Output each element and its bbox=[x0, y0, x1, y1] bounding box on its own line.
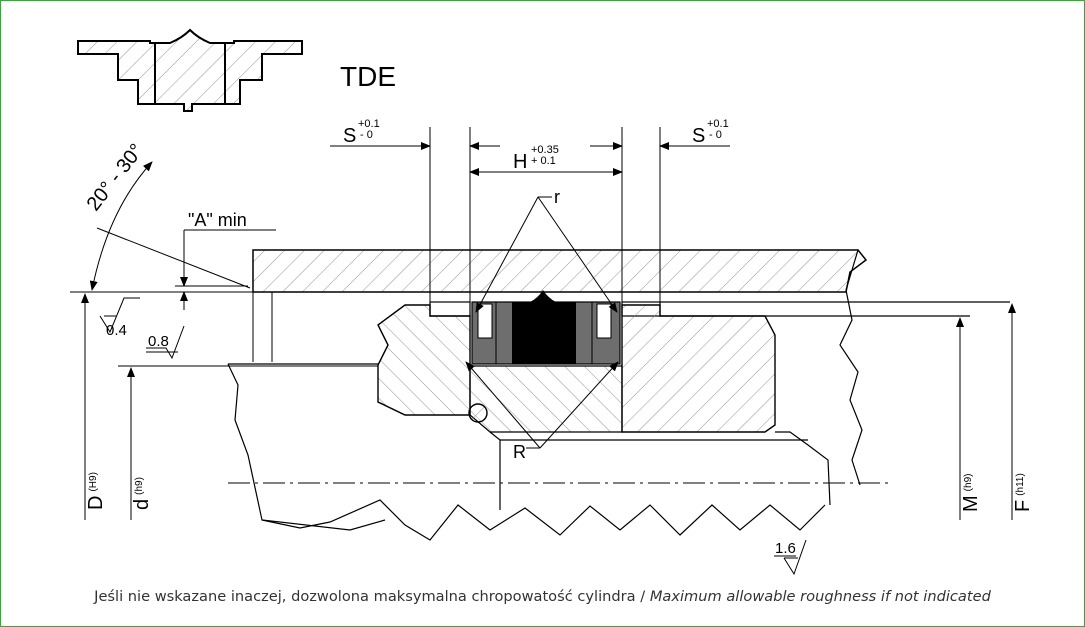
profile-name: TDE bbox=[340, 61, 396, 92]
cylinder-housing bbox=[70, 227, 868, 362]
footer-text-en: Maximum allowable roughness if not indic… bbox=[649, 588, 991, 605]
dimension-extensions bbox=[429, 127, 661, 302]
piston-right bbox=[621, 304, 776, 433]
roughness-symbol-1 bbox=[99, 297, 140, 334]
dim-h: H +0.35 + 0.1 bbox=[469, 144, 623, 176]
vertical-dimensions bbox=[81, 293, 1016, 520]
dim-m: M(h9) bbox=[960, 474, 982, 512]
footer-text-pl: Jeśli nie wskazane inaczej, dozwolona ma… bbox=[94, 588, 650, 605]
a-min-label: "A" min bbox=[188, 210, 247, 230]
piston-middle bbox=[469, 365, 623, 433]
o-ring bbox=[468, 403, 488, 423]
s-left-symbol: S bbox=[343, 125, 356, 147]
dim-d-bore: D(H9) bbox=[85, 472, 107, 510]
s-right-upper: +0.1 bbox=[707, 118, 729, 130]
seal-profile bbox=[471, 290, 621, 365]
angle-dimension: 20° - 30° bbox=[83, 140, 153, 291]
piston-left bbox=[377, 304, 471, 416]
dim-f: F(h11) bbox=[1012, 473, 1034, 512]
dim-s-left: S +0.1 - 0 bbox=[330, 118, 500, 150]
piston-rod bbox=[227, 363, 831, 541]
r-large-label: R bbox=[513, 442, 526, 462]
s-left-lower: - 0 bbox=[360, 129, 373, 141]
r-small-label: r bbox=[554, 187, 560, 207]
roughness-value-3: 1.6 bbox=[775, 540, 796, 557]
roughness-symbol-3 bbox=[774, 539, 807, 576]
s-right-lower: - 0 bbox=[709, 129, 722, 141]
h-symbol: H bbox=[513, 151, 527, 173]
a-min-dimension: "A" min bbox=[180, 210, 276, 310]
roughness-value-2: 0.8 bbox=[148, 333, 169, 350]
profile-icon bbox=[77, 28, 303, 112]
s-left-upper: +0.1 bbox=[358, 118, 380, 130]
dim-s-right: S +0.1 - 0 bbox=[590, 118, 730, 150]
angle-label: 20° - 30° bbox=[83, 140, 149, 215]
dim-d-rod: d(h9) bbox=[131, 477, 153, 510]
footer-caption: Jeśli nie wskazane inaczej, dozwolona ma… bbox=[0, 588, 1085, 605]
roughness-value-1: 0.4 bbox=[106, 322, 127, 339]
h-upper: +0.35 bbox=[531, 144, 559, 156]
radius-leaders bbox=[465, 196, 619, 449]
h-lower: + 0.1 bbox=[531, 155, 556, 167]
s-right-symbol: S bbox=[692, 125, 705, 147]
roughness-symbol-2 bbox=[146, 325, 185, 360]
break-line bbox=[839, 249, 863, 486]
